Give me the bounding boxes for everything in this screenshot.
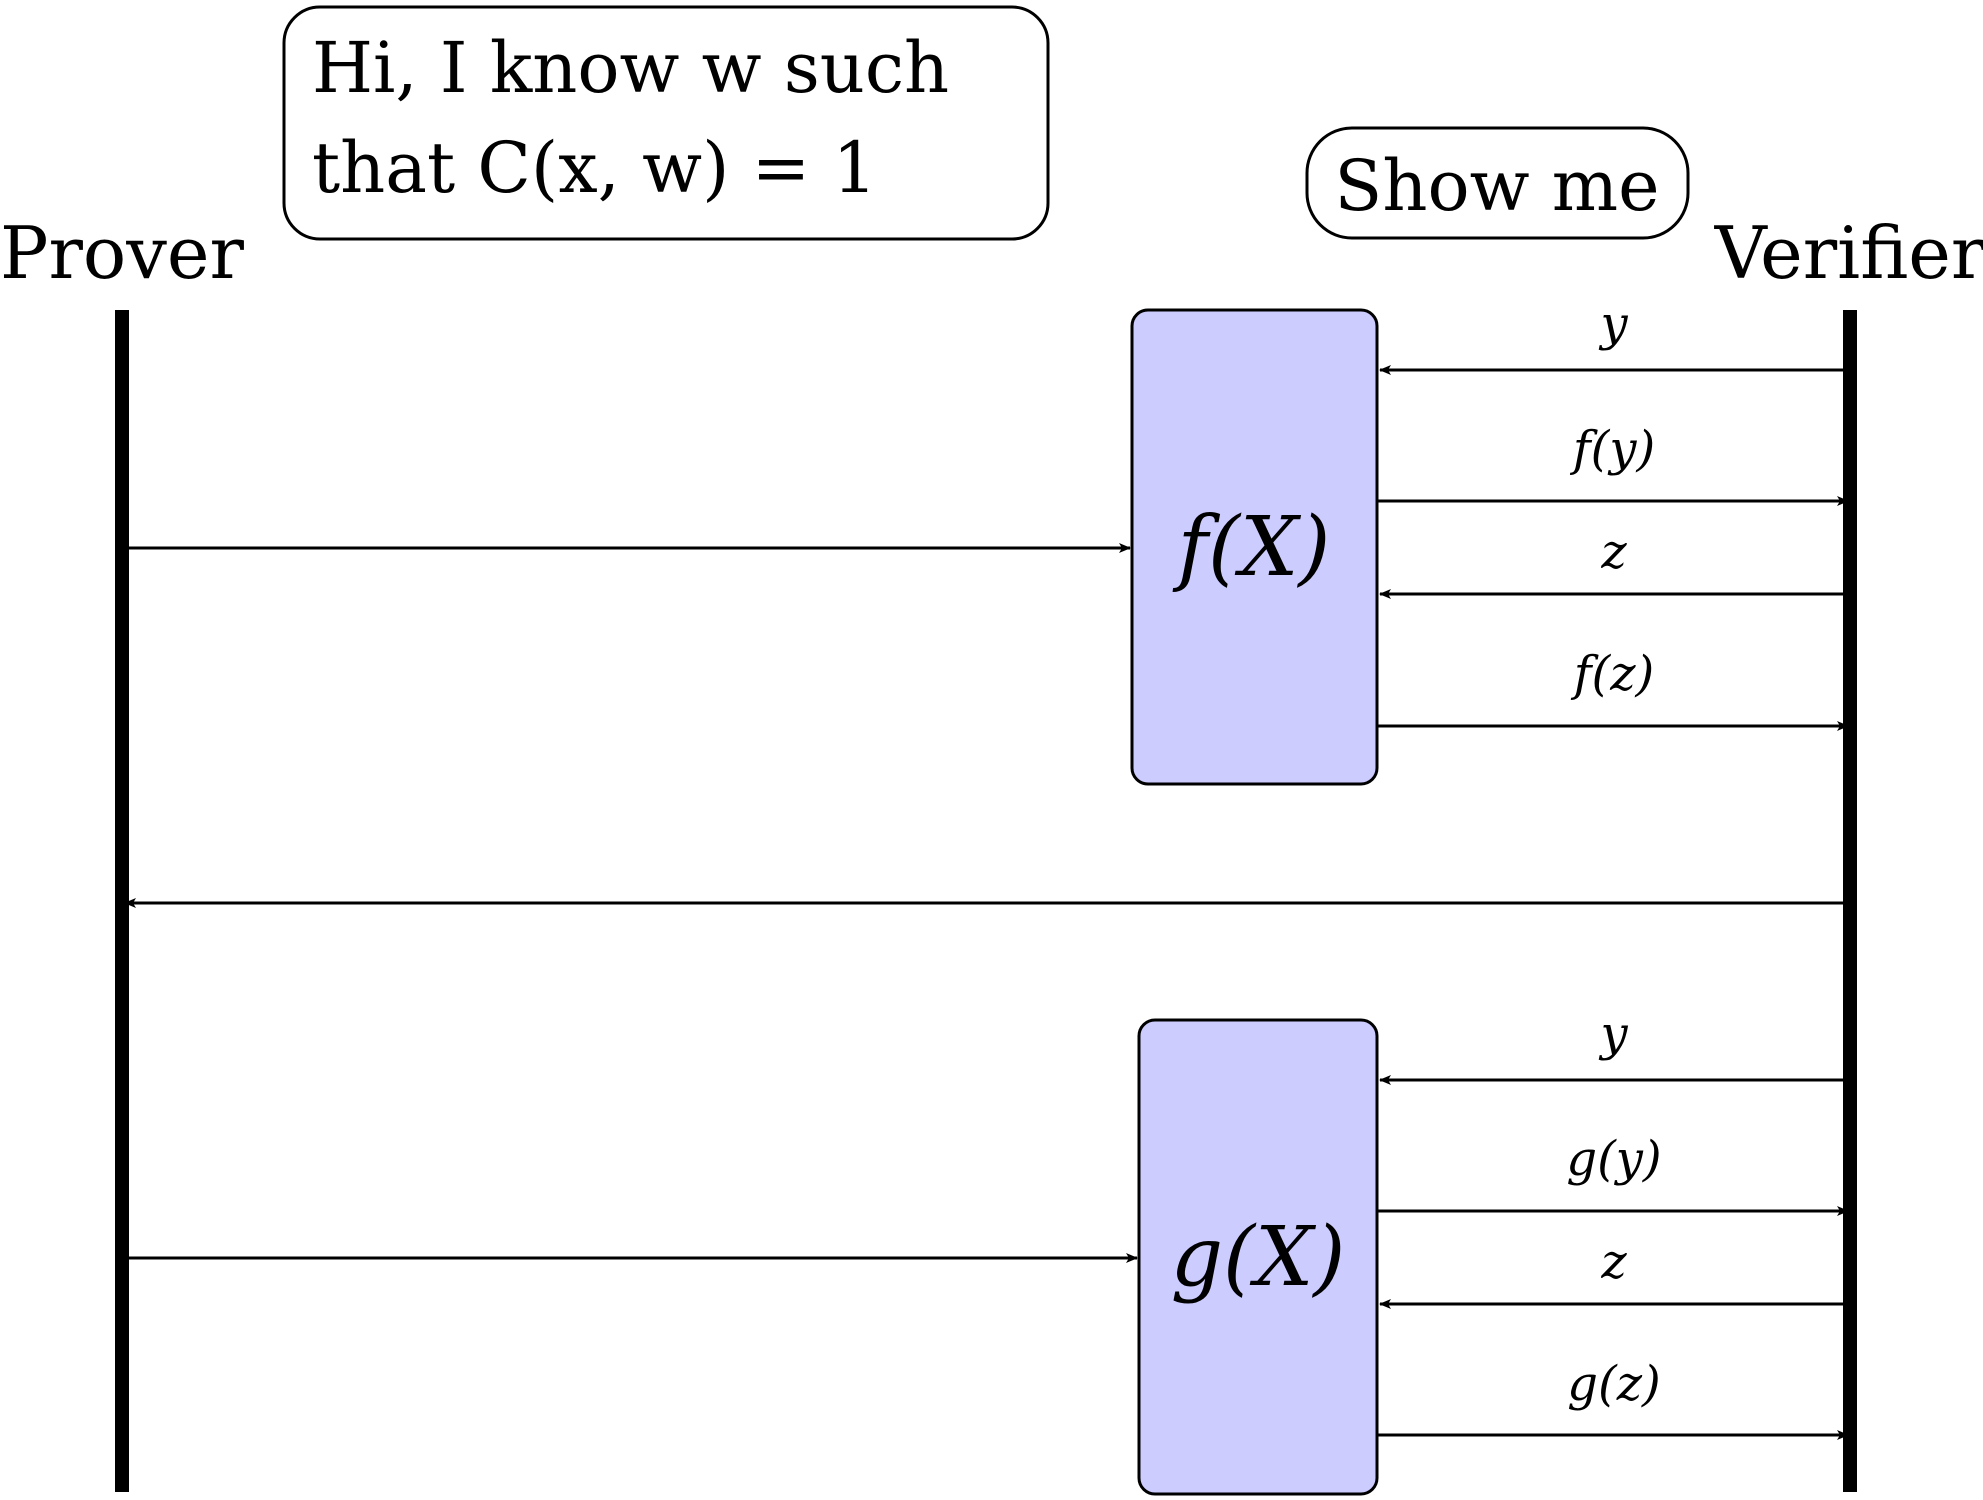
response-label-fz: f(z) [1571, 646, 1655, 702]
verifier-label: Verifier [1714, 211, 1983, 295]
prover-speech-line-2: that C(x, w) = 1 [312, 127, 877, 209]
response-label-fy: f(y) [1570, 421, 1655, 477]
polynomial-label-f: f(X) [1172, 500, 1331, 595]
verifier-speech-text: Show me [1334, 145, 1659, 227]
verifier-speech-bubble [1305, 126, 1690, 240]
response-label-gy: g(y) [1566, 1131, 1661, 1187]
prover-speech-line-1: Hi, I know w such [312, 27, 949, 109]
query-label-y-top: y [1598, 296, 1628, 352]
prover-speech-bubble [282, 5, 1050, 241]
query-label-z-top: z [1600, 524, 1627, 580]
polynomial-label-g: g(X) [1171, 1210, 1346, 1305]
query-label-z-bottom: z [1600, 1234, 1627, 1290]
prover-label: Prover [0, 211, 244, 295]
query-label-y-bottom: y [1598, 1006, 1628, 1062]
polynomial-box-g [1137, 1018, 1379, 1496]
polynomial-box-f [1130, 308, 1379, 786]
response-label-gz: g(z) [1567, 1356, 1660, 1412]
